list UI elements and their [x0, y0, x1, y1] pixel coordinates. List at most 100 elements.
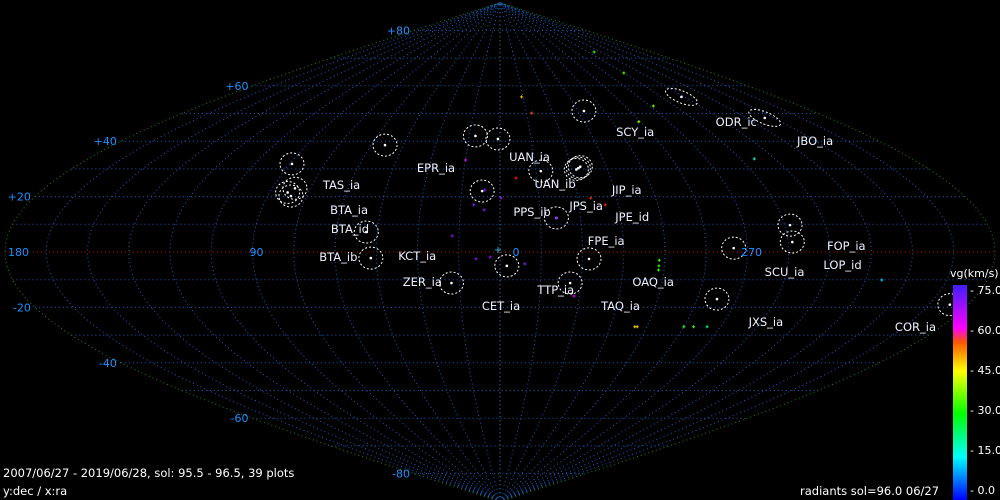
- shower-label: JPE_id: [614, 210, 649, 224]
- radiant-center: [568, 281, 572, 285]
- shower-label: COR_ia: [895, 320, 936, 334]
- radiant-point: [474, 257, 478, 261]
- error-circle: [279, 152, 305, 176]
- shower-label: TAQ_ia: [600, 299, 640, 313]
- error-circle: [779, 230, 805, 254]
- error-circle: [438, 271, 464, 295]
- colorbar: vg(km/s) - 75.0 - 60.0 - 45.0 - 30.0 - 15.0 - …: [950, 267, 1000, 500]
- axes-caption: y:dec / x:ra: [3, 484, 68, 498]
- shower-label: BTA_id: [331, 222, 369, 236]
- colorbar-tick: - 30.0: [970, 404, 1000, 417]
- radiant-point: [472, 203, 476, 207]
- radiant-center: [577, 166, 580, 170]
- colorbar-tick: - 60.0: [970, 324, 1000, 337]
- radiant-center: [539, 169, 543, 173]
- shower-label: JBO_ia: [796, 134, 833, 148]
- ra-tick-label: 270: [741, 246, 762, 259]
- error-circle: [353, 220, 379, 244]
- ra-gridline: [458, 2, 501, 500]
- radiant-center: [948, 303, 952, 306]
- radiant-center: [293, 186, 297, 190]
- radiant-center: [582, 109, 586, 113]
- radiant-point: [656, 268, 660, 272]
- shower-label: TAS_ia: [322, 178, 360, 192]
- radiant-center: [680, 95, 683, 99]
- radiant-points: [450, 50, 884, 329]
- error-circle: [282, 176, 308, 200]
- ra-gridline: [416, 2, 501, 500]
- shower-labels: TAS_iaBTA_iaBTA_idBTA_ibEPR_iaUAN_iaUAN_…: [319, 115, 936, 334]
- radiant-point: [589, 196, 593, 200]
- error-circle: [372, 133, 398, 157]
- radiant-point: [657, 258, 661, 262]
- ra-gridline: [375, 2, 501, 500]
- radiant-point: [692, 325, 696, 329]
- error-circle: [543, 206, 569, 230]
- shower-label: SCU_ia: [765, 265, 805, 279]
- shower-label: UAN_ib: [535, 177, 576, 191]
- radiant-point: [705, 325, 709, 329]
- ra-gridline: [499, 2, 542, 500]
- error-circle: [462, 124, 488, 148]
- radiant-center: [474, 134, 477, 138]
- dec-tick-label: +20: [8, 191, 31, 204]
- radiant-center: [365, 230, 368, 234]
- shower-label: CET_ia: [482, 299, 520, 313]
- colorbar-title: vg(km/s): [950, 267, 999, 280]
- error-circle: [721, 236, 747, 260]
- error-circle: [777, 213, 803, 237]
- shower-label: KCT_ia: [398, 249, 436, 263]
- radiant-point: [880, 278, 884, 282]
- error-circle: [528, 159, 554, 183]
- radiant-center: [790, 240, 794, 244]
- ra-tick-label: 90: [250, 246, 264, 259]
- shower-label: OAQ_ia: [632, 275, 674, 289]
- shower-label: FPE_ia: [588, 234, 625, 248]
- radiant-center: [496, 137, 500, 141]
- radiant-circles: [275, 87, 963, 317]
- ra-gridline: [499, 2, 707, 500]
- radiant-center: [732, 246, 735, 250]
- error-circle: [275, 180, 301, 204]
- radiant-center: [763, 116, 767, 120]
- error-circle: [358, 246, 384, 270]
- colorbar-gradient: [953, 285, 967, 500]
- shower-label: UAN_ia: [509, 150, 550, 164]
- shower-label: JXS_ia: [748, 315, 784, 329]
- radiant-info: radiants sol=96.0 06/27: [800, 484, 940, 498]
- colorbar-tick: - 0.0: [970, 484, 995, 497]
- radiant-point: [635, 325, 639, 329]
- shower-label: ZER_ia: [403, 275, 442, 289]
- shower-label: ODR_ic: [716, 115, 757, 129]
- radiant-center: [369, 256, 373, 260]
- shower-label: BTA_ia: [330, 203, 368, 217]
- colorbar-tick: - 45.0: [970, 364, 1000, 377]
- ra-gridline: [334, 2, 501, 500]
- error-circle: [278, 184, 304, 208]
- radiant-center: [715, 297, 719, 301]
- colorbar-tick: - 75.0: [970, 284, 1000, 297]
- radiant-center: [383, 143, 387, 147]
- colorbar-tick: - 15.0: [970, 444, 1000, 457]
- radiant-point: [514, 176, 518, 180]
- radiant-point: [530, 111, 534, 115]
- error-circle: [704, 287, 730, 311]
- dec-tick-label: -40: [99, 357, 117, 370]
- grid: [4, 2, 996, 500]
- ra-gridline: [499, 2, 666, 500]
- shower-label: JPS_ia: [568, 199, 603, 213]
- radiant-center: [286, 191, 289, 194]
- error-circle: [576, 247, 602, 271]
- radiant-point: [499, 196, 503, 200]
- radiant-point: [520, 95, 524, 99]
- radiant-point: [637, 120, 641, 124]
- shower-label: FOP_ia: [827, 239, 866, 253]
- date-range-summary: 2007/06/27 - 2019/06/28, sol: 95.5 - 96.…: [3, 466, 295, 480]
- radiant-point: [752, 157, 756, 161]
- radiant-point: [554, 216, 558, 220]
- radiant-point: [651, 104, 655, 108]
- ra-gridline: [499, 2, 831, 500]
- error-circle: [469, 179, 495, 203]
- radiant-point: [572, 294, 576, 298]
